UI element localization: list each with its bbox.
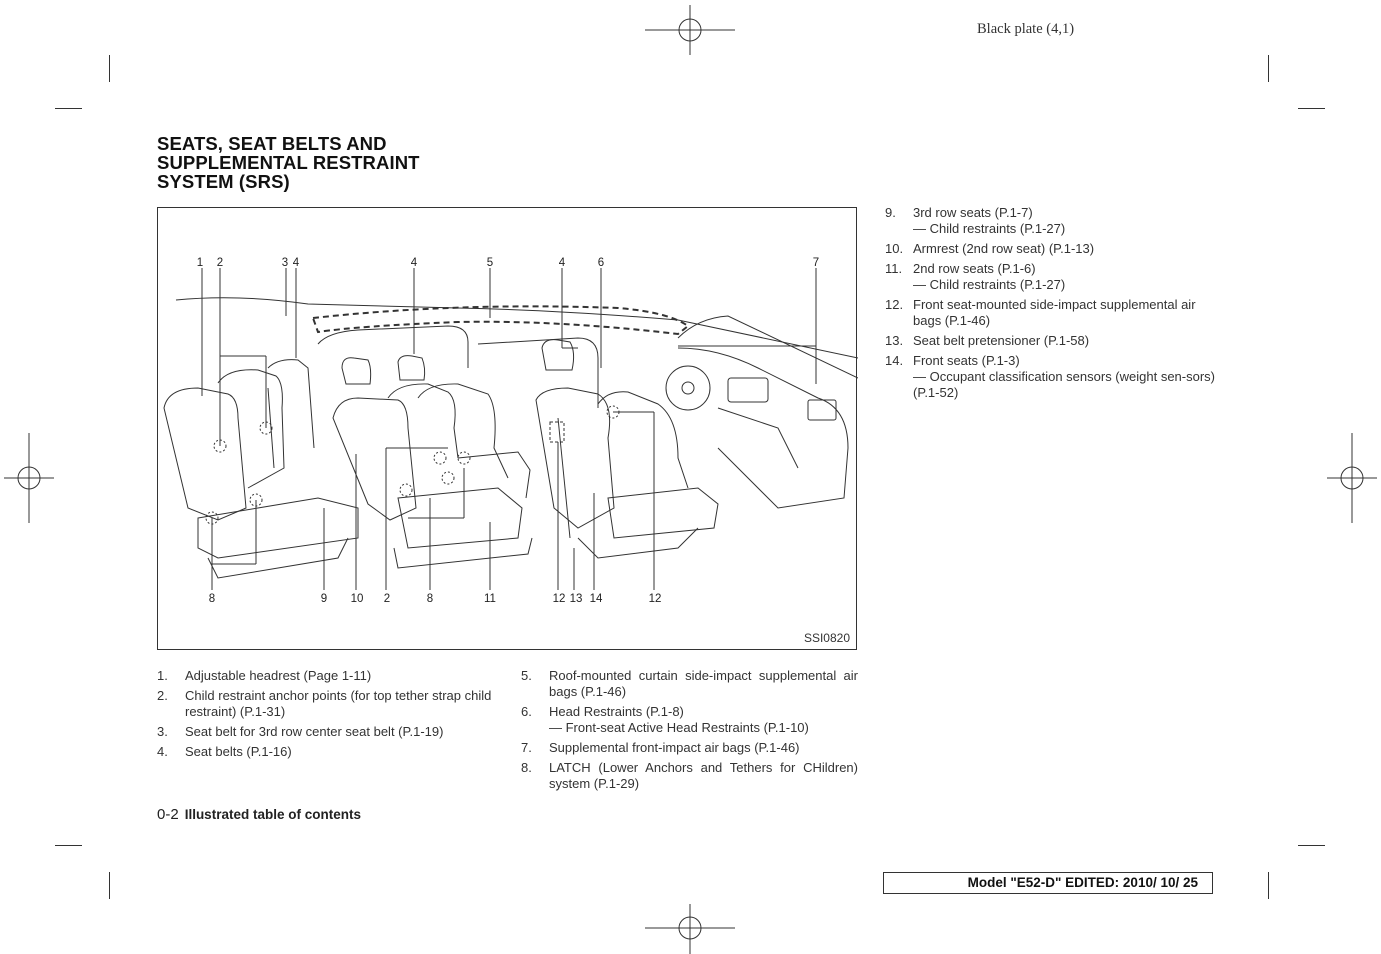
- list-item: 6.Head Restraints (P.1-8)— Front-seat Ac…: [521, 704, 809, 735]
- callout-bottom: 14: [590, 593, 603, 605]
- list-item: 4.Seat belts (P.1-16): [157, 744, 292, 759]
- list-item: 1.Adjustable headrest (Page 1-11): [157, 668, 372, 683]
- legend-list-middle: 5.Roof-mounted curtain side-impact suppl…: [521, 668, 858, 796]
- list-item: 13.Seat belt pretensioner (P.1-58): [885, 333, 1090, 348]
- crop-mark: [55, 845, 82, 846]
- callout-top: 3: [282, 257, 288, 269]
- seats-illustration: 1 2 3 4 4 5 4 6 7 8 9 10 2 8 11 12 13 14…: [157, 207, 858, 650]
- callout-bottom: 8: [209, 593, 215, 605]
- registration-mark: [1327, 433, 1377, 523]
- registration-mark: [645, 5, 735, 55]
- crop-mark: [109, 872, 110, 899]
- callout-top: 7: [813, 257, 819, 269]
- callout-top: 1: [197, 257, 203, 269]
- plate-label: Black plate (4,1): [977, 21, 1075, 37]
- callout-top: 5: [487, 257, 493, 269]
- list-item: 14.Front seats (P.1-3)— Occupant classif…: [885, 353, 1216, 400]
- registration-mark: [4, 433, 54, 523]
- callout-top: 2: [217, 257, 223, 269]
- list-item: 5.Roof-mounted curtain side-impact suppl…: [521, 668, 858, 699]
- list-item: 10.Armrest (2nd row seat) (P.1-13): [885, 241, 1095, 256]
- callout-top: 6: [598, 257, 604, 269]
- legend-list-right: 9.3rd row seats (P.1-7)— Child restraint…: [885, 205, 1223, 405]
- title-line: SYSTEM (SRS): [157, 171, 290, 192]
- callout-bottom: 8: [427, 593, 433, 605]
- callout-top: 4: [293, 257, 300, 269]
- list-item: 11.2nd row seats (P.1-6)— Child restrain…: [885, 261, 1066, 292]
- page-number: 0-2: [157, 806, 179, 823]
- callout-top: 4: [411, 257, 418, 269]
- callout-bottom: 12: [649, 593, 662, 605]
- title-line: SUPPLEMENTAL RESTRAINT: [157, 152, 420, 173]
- model-edit-stamp: Model "E52-D" EDITED: 2010/ 10/ 25: [883, 872, 1213, 894]
- list-item: 12.Front seat-mounted side-impact supple…: [885, 297, 1196, 328]
- list-item: 2.Child restraint anchor points (for top…: [157, 688, 492, 719]
- page-footer: 0-2 Illustrated table of contents: [157, 806, 361, 823]
- crop-mark: [1268, 872, 1269, 899]
- crop-mark: [1268, 55, 1269, 82]
- callout-bottom: 10: [351, 593, 364, 605]
- list-item: 7.Supplemental front-impact air bags (P.…: [521, 740, 800, 755]
- list-item: 3.Seat belt for 3rd row center seat belt…: [157, 724, 444, 739]
- crop-mark: [55, 108, 82, 109]
- list-item: 9.3rd row seats (P.1-7)— Child restraint…: [885, 205, 1066, 236]
- figure-code: SSI0820: [803, 631, 850, 645]
- callout-bottom: 13: [570, 593, 583, 605]
- section-title: Illustrated table of contents: [184, 807, 361, 822]
- vehicle-interior-drawing: 1 2 3 4 4 5 4 6 7 8 9 10 2 8 11 12 13 14…: [163, 257, 858, 605]
- legend-list-left: 1.Adjustable headrest (Page 1-11) 2.Chil…: [157, 668, 494, 764]
- callout-top: 4: [559, 257, 566, 269]
- title-line: SEATS, SEAT BELTS AND: [157, 133, 387, 154]
- callout-bottom: 12: [553, 593, 566, 605]
- page-title: SEATS, SEAT BELTS AND SUPPLEMENTAL RESTR…: [157, 134, 420, 191]
- callout-bottom: 11: [484, 593, 496, 605]
- callout-bottom: 9: [321, 593, 327, 605]
- callout-bottom: 2: [384, 593, 390, 605]
- registration-mark: [645, 904, 735, 954]
- crop-mark: [109, 55, 110, 82]
- crop-mark: [1298, 108, 1325, 109]
- list-item: 8.LATCH (Lower Anchors and Tethers for C…: [521, 760, 858, 791]
- crop-mark: [1298, 845, 1325, 846]
